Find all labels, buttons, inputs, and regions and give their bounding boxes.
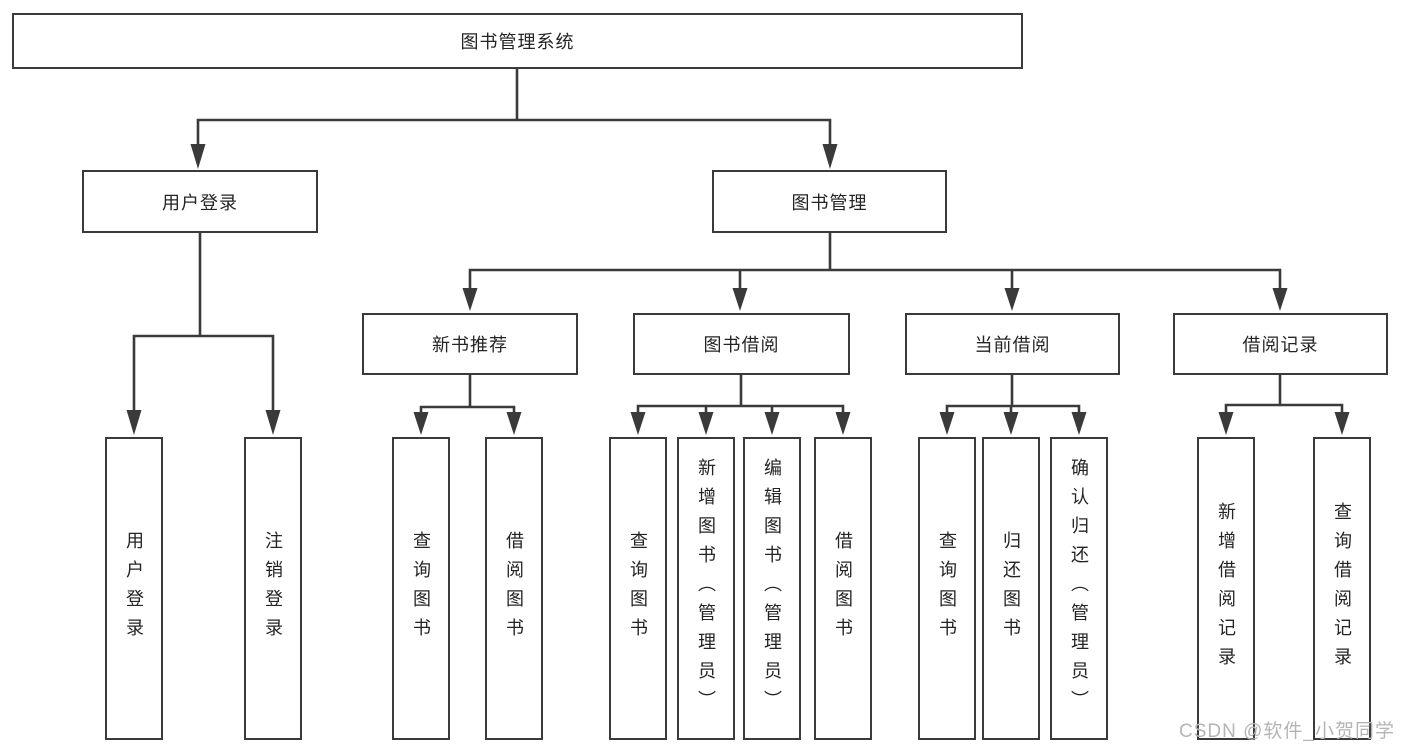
node-label: 新书推荐 xyxy=(432,335,508,355)
connector-book-management xyxy=(468,233,1282,292)
arrowhead xyxy=(764,412,780,435)
leaf-query-borrow-record: 查询借阅记录 xyxy=(1313,437,1371,740)
node-current-borrowing: 当前借阅 xyxy=(905,313,1120,375)
arrowhead xyxy=(939,412,955,435)
arrowhead xyxy=(506,412,522,435)
arrowhead xyxy=(1071,412,1087,435)
node-book-borrowing: 图书借阅 xyxy=(633,313,850,375)
arrowhead xyxy=(822,144,838,169)
connector-new-book xyxy=(419,375,516,418)
node-label: 查询图书 xyxy=(628,530,648,647)
leaf-confirm-return-admin: 确认归还（管理员） xyxy=(1050,437,1108,740)
arrowhead xyxy=(413,412,429,435)
connector-book-borrowing xyxy=(636,375,845,418)
node-label: 图书管理 xyxy=(791,192,868,213)
node-label: 借阅记录 xyxy=(1242,335,1319,355)
node-user-login: 用户登录 xyxy=(82,170,318,233)
node-label: 用户登录 xyxy=(124,530,144,647)
node-label: 当前借阅 xyxy=(974,335,1051,355)
arrowhead xyxy=(1003,412,1019,435)
leaf-user-login: 用户登录 xyxy=(105,437,163,740)
node-label: 新增图书（管理员） xyxy=(696,458,716,719)
leaf-borrow-books-recommend: 借阅图书 xyxy=(485,437,543,740)
leaf-logout-login: 注销登录 xyxy=(244,437,302,740)
leaf-return-books: 归还图书 xyxy=(982,437,1040,740)
leaf-query-books-recommend: 查询图书 xyxy=(392,437,450,740)
node-label: 借阅图书 xyxy=(833,530,853,647)
arrowhead xyxy=(265,410,281,435)
arrowhead xyxy=(1334,412,1350,435)
connector-current-borrowing xyxy=(945,375,1081,418)
arrowhead xyxy=(1004,288,1020,311)
node-label: 归还图书 xyxy=(1001,530,1021,647)
node-label: 用户登录 xyxy=(162,192,238,213)
arrowhead xyxy=(190,144,206,169)
leaf-add-borrow-record: 新增借阅记录 xyxy=(1197,437,1255,740)
leaf-query-books-current: 查询图书 xyxy=(918,437,976,740)
arrowhead xyxy=(630,412,646,435)
arrowhead xyxy=(732,288,748,311)
arrowhead xyxy=(126,410,142,435)
leaf-add-book-admin: 新增图书（管理员） xyxy=(677,437,735,740)
node-label: 查询图书 xyxy=(411,530,431,647)
arrowhead xyxy=(835,412,851,435)
connector-user-login xyxy=(132,233,275,416)
node-label: 借阅图书 xyxy=(504,530,524,647)
leaf-borrow-books-borrowing: 借阅图书 xyxy=(814,437,872,740)
arrowhead xyxy=(698,412,714,435)
node-label: 查询借阅记录 xyxy=(1332,501,1352,676)
node-new-book-recommend: 新书推荐 xyxy=(362,313,578,375)
node-root: 图书管理系统 xyxy=(12,13,1023,69)
arrowhead xyxy=(1272,288,1288,311)
node-label: 图书借阅 xyxy=(703,335,780,355)
leaf-edit-book-admin: 编辑图书（管理员） xyxy=(743,437,801,740)
node-book-management: 图书管理 xyxy=(712,170,947,233)
node-label: 编辑图书（管理员） xyxy=(762,458,782,719)
node-label: 确认归还（管理员） xyxy=(1069,458,1089,719)
node-label: 注销登录 xyxy=(263,530,283,647)
node-label: 新增借阅记录 xyxy=(1216,501,1236,676)
leaf-query-books-borrowing: 查询图书 xyxy=(609,437,667,740)
connector-root xyxy=(196,68,832,150)
arrowheads xyxy=(126,144,1350,435)
node-label: 图书管理系统 xyxy=(460,32,575,52)
arrowhead xyxy=(1218,412,1234,435)
arrowhead xyxy=(462,288,478,311)
connector-borrow-records xyxy=(1224,375,1344,418)
node-borrowing-records: 借阅记录 xyxy=(1173,313,1388,375)
node-label: 查询图书 xyxy=(937,530,957,647)
